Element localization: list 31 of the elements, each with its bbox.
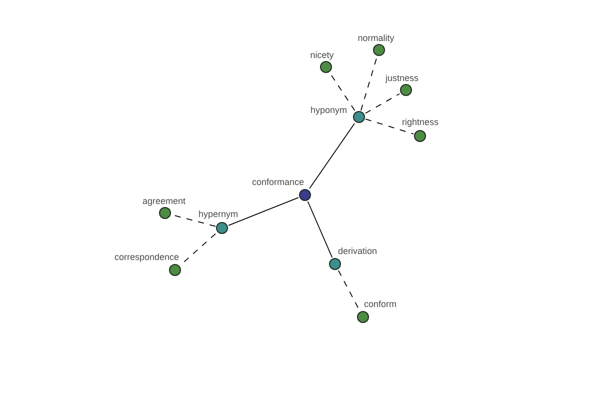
- node-circle: [353, 111, 365, 123]
- dashed-connector: [181, 233, 216, 265]
- dashed-connector: [365, 93, 400, 114]
- node-label: correspondence: [114, 252, 179, 263]
- node-circle: [414, 130, 426, 142]
- node-label: conform: [364, 299, 397, 310]
- node-label: hypernym: [198, 209, 238, 220]
- node-label: nicety: [310, 50, 334, 61]
- connector-line: [309, 123, 355, 189]
- connector-line: [307, 201, 333, 258]
- node-label: rightness: [402, 117, 439, 128]
- node-label: conformance: [252, 177, 304, 188]
- node-circle: [320, 61, 332, 73]
- node-circle: [299, 189, 311, 201]
- node-circle: [216, 222, 228, 234]
- node-label: normality: [358, 33, 394, 44]
- dashed-connector: [338, 270, 360, 311]
- dashed-connector: [365, 118, 414, 134]
- node-label: hyponym: [310, 105, 347, 116]
- node-circle: [357, 311, 369, 323]
- dashed-connector: [360, 56, 378, 111]
- connector-line: [228, 197, 299, 226]
- node-circle: [169, 264, 181, 276]
- node-label: agreement: [142, 196, 186, 207]
- node-circle: [329, 258, 341, 270]
- node-circle: [373, 44, 385, 56]
- node-circle: [159, 207, 171, 219]
- node-circle: [400, 84, 412, 96]
- node-label: justness: [385, 73, 419, 84]
- node-label: derivation: [338, 246, 378, 257]
- dashed-connector: [330, 73, 356, 111]
